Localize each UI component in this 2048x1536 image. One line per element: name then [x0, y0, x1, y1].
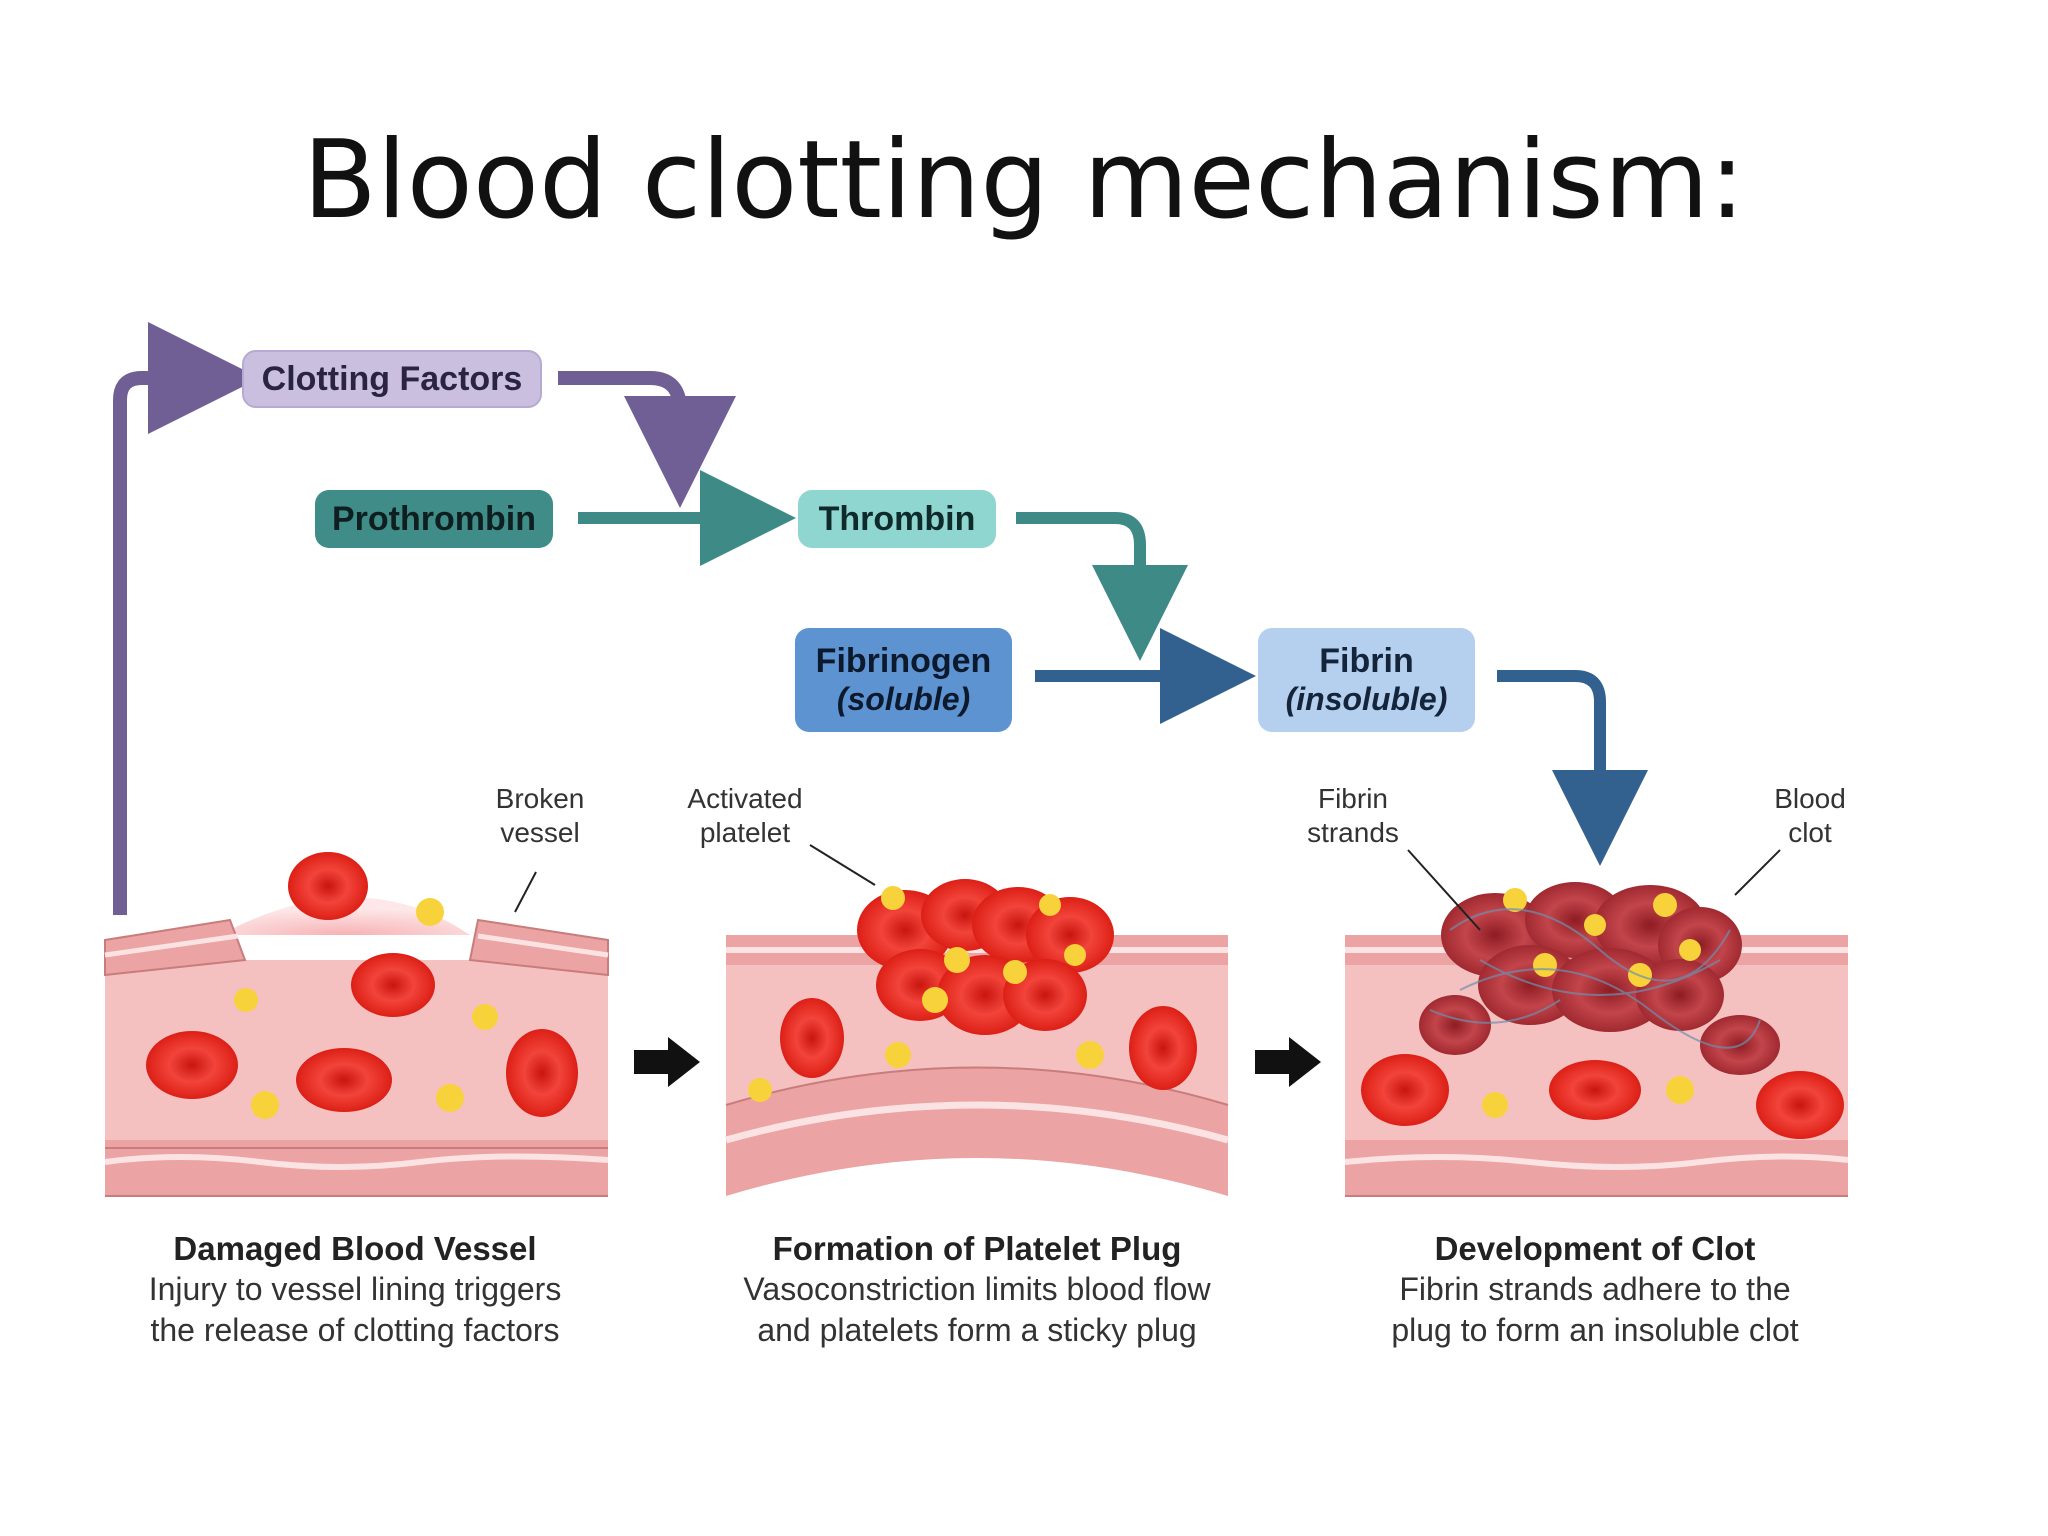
prothrombin-box: Prothrombin — [315, 490, 553, 548]
broken-vessel-callout: Broken vessel — [495, 783, 585, 848]
stage-1-heading: Damaged Blood Vessel — [173, 1230, 537, 1267]
fibrinogen-box: Fibrinogen (soluble) — [795, 628, 1012, 732]
prothrombin-label: Prothrombin — [332, 499, 536, 538]
fibrinogen-label: Fibrinogen — [815, 642, 992, 680]
stage-arrows — [634, 1037, 1321, 1087]
stage-3-line-2: plug to form an insoluble clot — [1391, 1312, 1799, 1348]
stage-2-caption: Formation of Platelet Plug Vasoconstrict… — [707, 1228, 1247, 1351]
flow-arrows — [113, 322, 1648, 915]
blood-clot-callout: Blood clot — [1774, 783, 1846, 848]
stage-1-line-2: the release of clotting factors — [150, 1312, 560, 1348]
fibrin-strands — [1429, 908, 1761, 1049]
stage-3-heading: Development of Clot — [1434, 1230, 1756, 1267]
stage-1-caption: Damaged Blood Vessel Injury to vessel li… — [95, 1228, 615, 1351]
stage-platelet-plug — [725, 935, 1229, 1196]
clotting-factors-to-conversion-arrow — [558, 371, 736, 508]
fibrin-box: Fibrin (insoluble) — [1258, 628, 1475, 732]
thrombin-box: Thrombin — [798, 490, 996, 548]
injury-to-clotting-factors-arrow — [113, 322, 260, 915]
stage-3-line-1: Fibrin strands adhere to the — [1399, 1271, 1791, 1307]
stage-3-caption: Development of Clot Fibrin strands adher… — [1335, 1228, 1855, 1351]
stage-2-heading: Formation of Platelet Plug — [772, 1230, 1182, 1267]
callout-lines — [514, 844, 1781, 931]
clotting-factors-box: Clotting Factors — [242, 350, 542, 408]
activated-platelet-callout: Activated platelet — [687, 783, 803, 848]
vessel-wall-top-right — [468, 918, 609, 977]
fibrin-to-clot-arrow — [1497, 670, 1648, 866]
stage-1-line-1: Injury to vessel lining triggers — [148, 1271, 562, 1307]
thrombin-label: Thrombin — [818, 499, 976, 538]
stage-arrow-1 — [634, 1037, 700, 1087]
thrombin-to-conversion-arrow — [1016, 512, 1188, 661]
stage-2-line-2: and platelets form a sticky plug — [757, 1312, 1197, 1348]
stage-2-line-1: Vasoconstriction limits blood flow — [743, 1271, 1211, 1307]
fibrinogen-sublabel: (soluble) — [836, 681, 971, 717]
clotting-factors-label: Clotting Factors — [261, 359, 523, 398]
fibrin-label: Fibrin — [1319, 642, 1414, 680]
stage-arrow-2 — [1255, 1037, 1321, 1087]
fibrin-strands-callout: Fibrin strands — [1307, 783, 1399, 848]
page-title: Blood clotting mechanism: — [302, 118, 1746, 243]
platelets — [234, 886, 1701, 1119]
fibrin-sublabel: (insoluble) — [1285, 681, 1448, 717]
